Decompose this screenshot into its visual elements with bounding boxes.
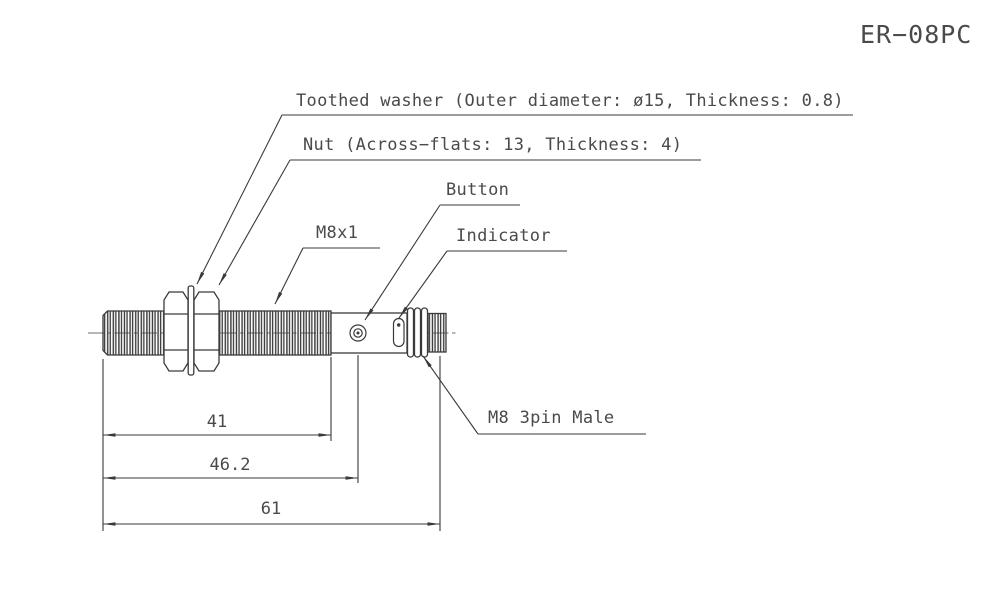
part-number-title: ER−08PC <box>860 20 973 49</box>
dimension-lines <box>102 433 441 526</box>
thread-spec-label: M8x1 <box>316 223 359 243</box>
nut-leader <box>218 159 291 286</box>
threaded-shaft-left <box>102 310 165 356</box>
dimension-value-41: 41 <box>206 412 228 432</box>
button-leader <box>364 204 441 321</box>
threaded-shaft-right <box>218 310 332 356</box>
extension-lines <box>102 355 441 531</box>
connector-ribs <box>406 307 429 358</box>
button-label: Button <box>446 180 510 200</box>
toothed-washer-shape <box>187 285 195 376</box>
hex-nut-left <box>163 291 189 372</box>
toothed-washer-leader <box>196 114 283 285</box>
hex-nut-right <box>193 291 220 372</box>
nut-label: Nut (Across−flats: 13, Thickness: 4) <box>303 135 683 155</box>
dimension-value-61: 61 <box>260 499 282 519</box>
label-underlines <box>282 114 853 435</box>
indicator-leader <box>398 250 448 319</box>
leader-lines <box>196 114 479 435</box>
indicator-label: Indicator <box>456 226 551 246</box>
teach-button-shape <box>349 324 367 342</box>
connector-label: M8 3pin Male <box>488 408 615 428</box>
dimension-value-46-2: 46.2 <box>209 455 251 475</box>
connector-leader <box>422 355 479 435</box>
indicator-window-shape <box>392 317 405 348</box>
toothed-washer-label: Toothed washer (Outer diameter: ø15, Thi… <box>296 91 844 111</box>
m8x1-leader <box>274 247 304 305</box>
connector-thread <box>427 312 447 353</box>
